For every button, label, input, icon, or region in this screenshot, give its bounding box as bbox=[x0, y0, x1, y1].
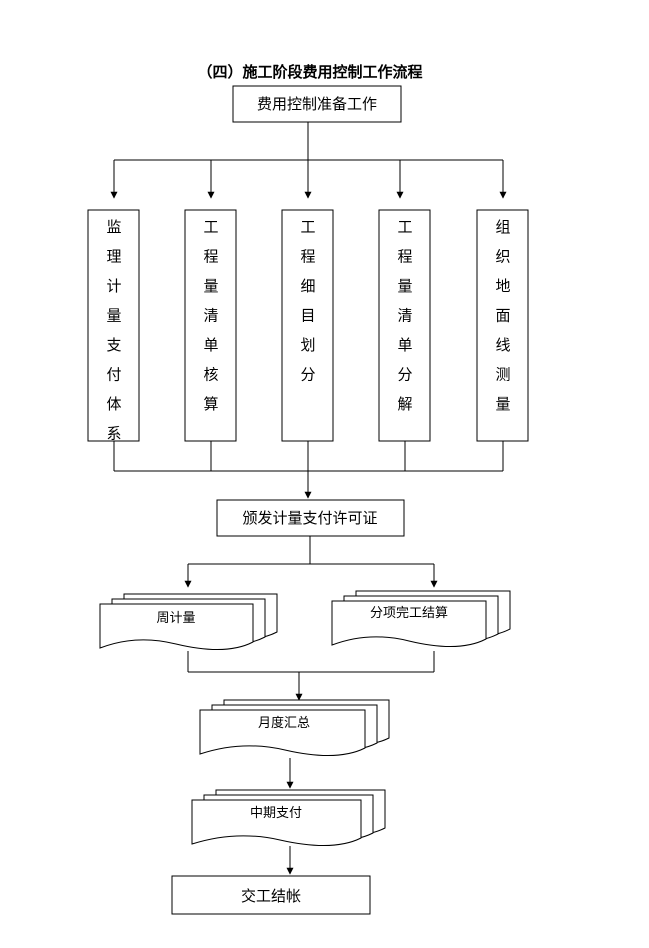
column-label-4: 工程量清单分解 bbox=[397, 218, 412, 413]
handover-box bbox=[171, 875, 371, 915]
weekly-document-stack bbox=[99, 593, 278, 651]
prep-label: 费用控制准备工作 bbox=[257, 95, 377, 113]
column-box-4 bbox=[378, 209, 431, 442]
weekly-label: 周计量 bbox=[156, 611, 195, 626]
column-box-5 bbox=[476, 209, 529, 442]
monthly-label: 月度汇总 bbox=[258, 715, 310, 731]
column-label-2: 工程量清单核算 bbox=[203, 218, 218, 413]
column-box-2 bbox=[184, 209, 237, 442]
prep-box bbox=[232, 85, 402, 123]
column-label-5: 组织地面线测量 bbox=[495, 218, 510, 413]
permit-label: 颁发计量支付许可证 bbox=[242, 509, 377, 527]
interim-document-stack bbox=[191, 789, 386, 846]
sub-complete-label: 分项完工结算 bbox=[370, 606, 448, 621]
column-label-1: 监理计量支付体系 bbox=[106, 218, 121, 443]
monthly-document-stack bbox=[199, 699, 390, 756]
column-box-1 bbox=[87, 209, 140, 442]
handover-label: 交工结帐 bbox=[241, 887, 301, 905]
interim-label: 中期支付 bbox=[250, 806, 302, 821]
sub-complete-document-stack bbox=[331, 590, 511, 648]
permit-box bbox=[216, 499, 405, 537]
column-box-3 bbox=[281, 209, 334, 442]
column-label-3: 工程细目划分 bbox=[300, 218, 315, 384]
diagram-title: （四）施工阶段费用控制工作流程 bbox=[197, 63, 422, 81]
